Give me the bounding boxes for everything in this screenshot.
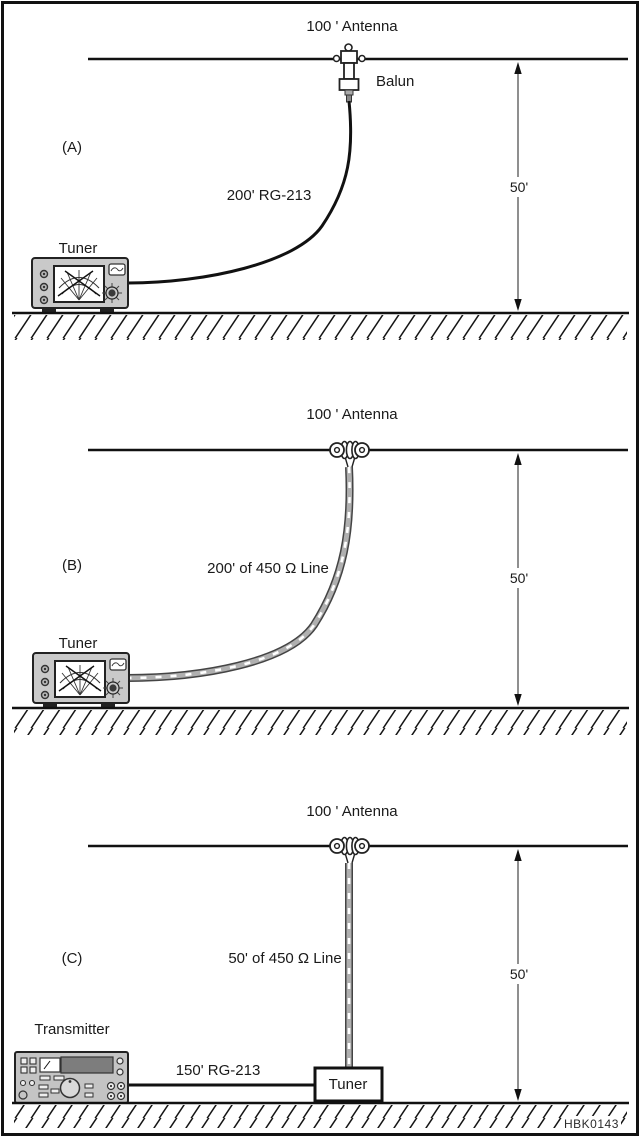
panel-letter-a: (A) — [62, 139, 82, 156]
ground-a — [12, 311, 629, 340]
line-attachment-coil — [329, 440, 370, 468]
tuner-box-c — [313, 1066, 384, 1103]
coax-cable-rg213 — [127, 100, 353, 285]
tuner-b — [32, 652, 130, 709]
transmitter-device — [14, 1051, 129, 1104]
height-label-b: 50' — [506, 570, 532, 587]
tuner-label-b: Tuner — [58, 635, 98, 652]
panel-letter-b: (B) — [62, 557, 82, 574]
panel-b — [12, 440, 629, 735]
height-label-c: 50' — [506, 966, 532, 983]
coax-label-c: 150' RG-213 — [175, 1062, 261, 1079]
transmitter-label: Transmitter — [34, 1021, 110, 1038]
tuner-a — [31, 257, 129, 314]
panel-c — [12, 836, 629, 1128]
antenna-label-b: 100 ' Antenna — [306, 406, 398, 423]
feedline-label-c: 50' of 450 Ω Line — [228, 950, 342, 967]
panel-a — [12, 43, 629, 340]
line-attachment-coil — [329, 836, 370, 864]
height-dimension-a — [514, 62, 522, 311]
balun — [332, 43, 366, 103]
balun-label: Balun — [376, 73, 415, 90]
antenna-label-a: 100 ' Antenna — [306, 18, 398, 35]
ground-b — [12, 706, 629, 735]
tuner-label-a: Tuner — [58, 240, 98, 257]
ground-c — [12, 1101, 629, 1128]
height-label-a: 50' — [506, 179, 532, 196]
feedline-label-b: 200' of 450 Ω Line — [207, 560, 329, 577]
panel-letter-c: (C) — [61, 950, 83, 967]
feedline-label-a: 200' RG-213 — [226, 187, 312, 204]
ladder-line-curved — [125, 466, 354, 682]
antenna-label-c: 100 ' Antenna — [306, 803, 398, 820]
tuner-box-label-c: Tuner — [328, 1076, 368, 1093]
height-dimension-c — [514, 849, 522, 1101]
height-dimension-b — [514, 453, 522, 706]
figure-code: HBK0143 — [562, 1116, 621, 1133]
